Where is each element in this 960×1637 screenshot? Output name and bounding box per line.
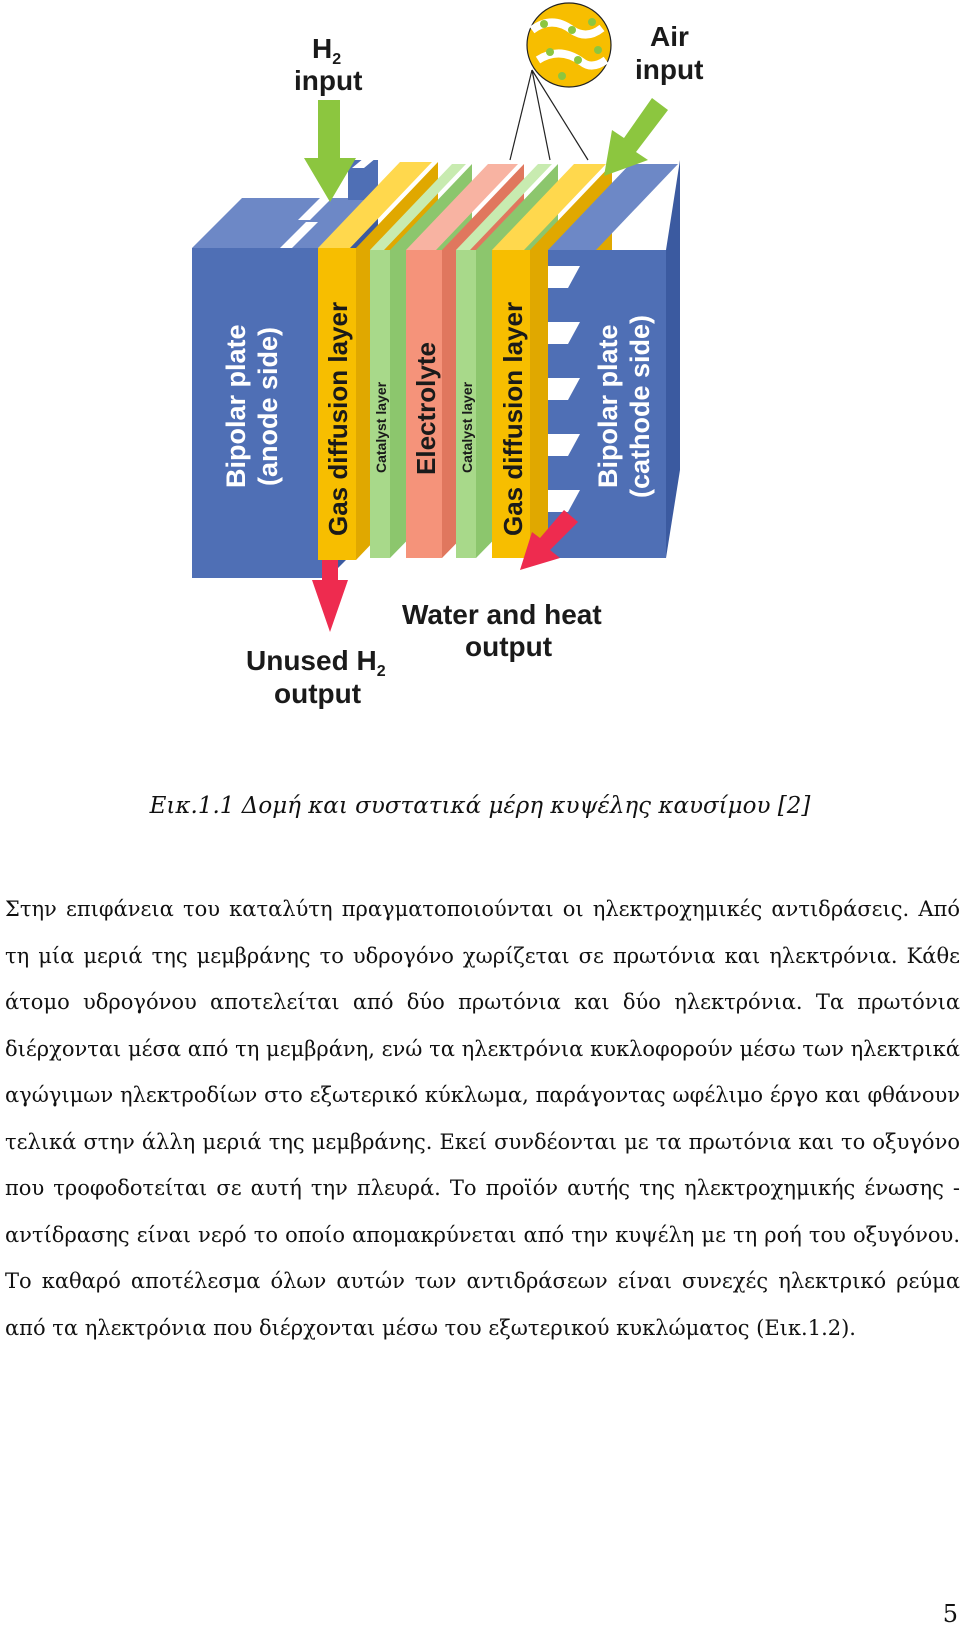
bipolar-plate-cathode [548,160,680,558]
h2-input-arrow [304,100,356,202]
unused-h2-subscript: 2 [377,663,386,680]
bipolar-anode-label-line1: Bipolar plate [221,324,251,488]
bipolar-cathode-label-line1: Bipolar plate [593,324,623,488]
air-input-label-line2: input [635,54,703,85]
air-input-arrow [604,98,668,176]
water-heat-label-line2: output [465,631,552,662]
air-input-label-line1: Air [650,21,689,52]
water-heat-output-arrow [520,510,578,570]
h2-input-symbol: H [312,33,332,64]
h2-input-subscript: 2 [332,51,341,68]
io-labels: H2 input Air input Water and heat output… [246,21,703,709]
unused-h2-text: Unused H [246,645,377,676]
h2-input-label-line1: H2 [312,33,341,68]
inner-layer-labels: Gas diffusion layer Catalyst layer Elect… [323,302,528,536]
gdl-cathode-label: Gas diffusion layer [498,302,528,536]
unused-h2-label-line2: output [274,678,361,709]
electrolyte-label: Electrolyte [411,342,441,475]
h2-input-label-line2: input [294,65,362,96]
unused-h2-output-arrow [312,560,348,632]
fuel-cell-figure: Bipolar plate (anode side) Bipolar plate… [180,0,740,750]
bipolar-cathode-label-line2: (cathode side) [625,315,655,498]
figure-caption: Εικ.1.1 Δομή και συστατικά μέρη κυψέλης … [149,793,811,819]
catalyst-cathode-label: Catalyst layer [459,381,475,473]
fuel-cell-diagram: Bipolar plate (anode side) Bipolar plate… [192,2,703,709]
unused-h2-label-line1: Unused H2 [246,645,386,680]
catalyst-magnifier [509,2,612,161]
gdl-anode-label: Gas diffusion layer [323,302,353,536]
layer-labels: Bipolar plate (anode side) Bipolar plate… [221,315,655,498]
catalyst-anode-label: Catalyst layer [373,381,389,473]
bipolar-anode-label-line2: (anode side) [253,327,283,486]
water-heat-label-line1: Water and heat [402,599,602,630]
body-paragraph: Στην επιφάνεια του καταλύτη πραγματοποιο… [5,897,960,1340]
page-number: 5 [942,1600,958,1628]
